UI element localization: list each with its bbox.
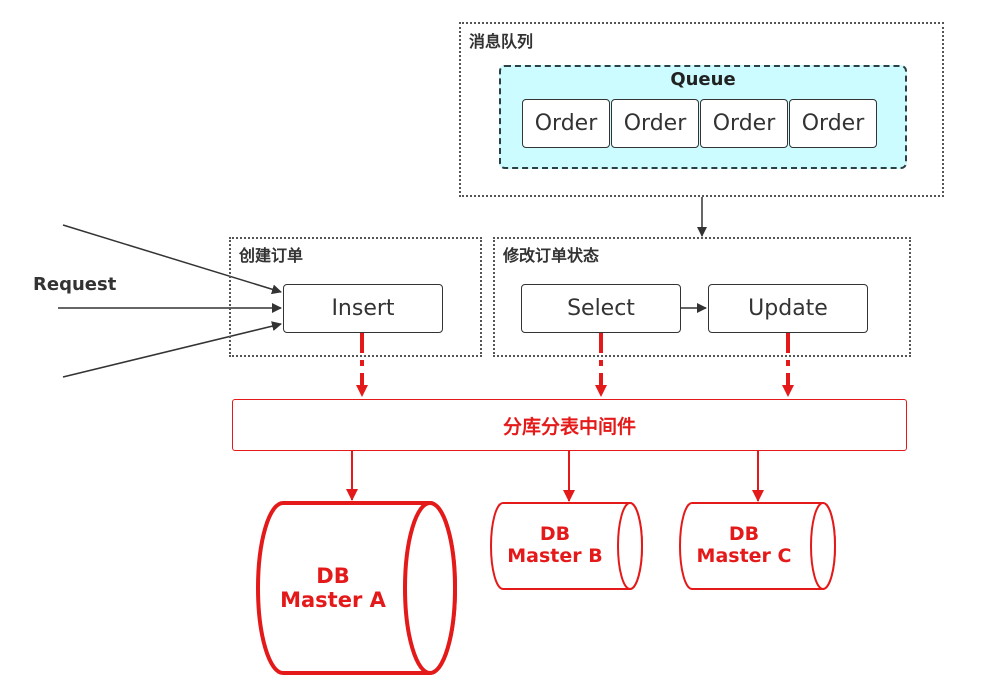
- sharding-middleware: 分库分表中间件: [232, 399, 907, 451]
- select-box: Select: [521, 284, 681, 333]
- db-master-b-cylinder: [490, 502, 643, 590]
- db-master-a-label: DB Master A: [258, 564, 408, 612]
- db-master-a-line1: DB: [316, 564, 350, 588]
- db-master-b-line2: Master B: [507, 544, 603, 567]
- db-master-a-line2: Master A: [280, 588, 386, 613]
- db-master-c-label: DB Master C: [684, 523, 804, 568]
- create-order-group: 创建订单: [229, 237, 482, 357]
- queue-order-1: Order: [522, 99, 610, 148]
- request-label: Request: [33, 274, 117, 295]
- db-master-b-line1: DB: [539, 523, 571, 545]
- message-queue-label: 消息队列: [469, 32, 534, 51]
- modify-order-label: 修改订单状态: [503, 246, 600, 265]
- update-box: Update: [708, 284, 868, 333]
- db-master-c-cylinder: [679, 502, 836, 590]
- db-master-c-line2: Master C: [696, 544, 792, 567]
- queue-label: Queue: [670, 69, 736, 90]
- queue-order-2: Order: [611, 99, 699, 148]
- request-arrow-bottom: [62, 321, 282, 378]
- db-master-c-line1: DB: [728, 523, 760, 545]
- request-arrow-top: [62, 224, 282, 295]
- insert-box: Insert: [283, 284, 443, 333]
- queue-order-3: Order: [700, 99, 788, 148]
- create-order-label: 创建订单: [239, 246, 304, 265]
- message-queue-group: 消息队列: [459, 22, 944, 197]
- db-master-b-label: DB Master B: [495, 523, 615, 568]
- db-master-a-cylinder: [256, 501, 457, 675]
- modify-order-group: 修改订单状态: [493, 237, 911, 357]
- queue-order-4: Order: [789, 99, 877, 148]
